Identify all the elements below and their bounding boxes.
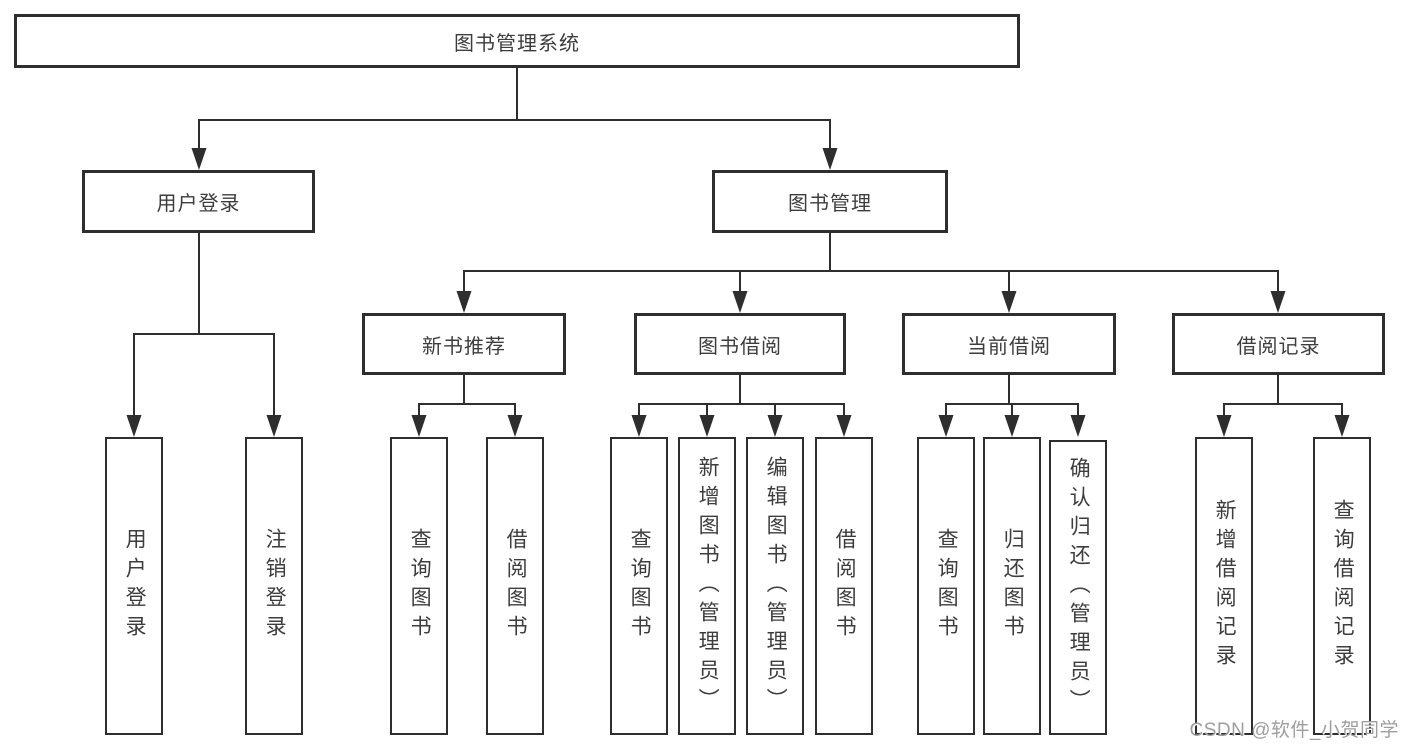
node-new-book-recommend: 新书推荐 xyxy=(362,313,566,375)
node-borrow-records: 借阅记录 xyxy=(1172,313,1385,375)
node-leaf-query-books-recommend: 查询图书 xyxy=(390,437,448,735)
node-leaf-borrow-books-recommend: 借阅图书 xyxy=(486,437,544,735)
arrowhead xyxy=(1001,291,1017,313)
arrowhead xyxy=(411,415,427,437)
arrowhead xyxy=(1070,415,1086,437)
connector-borrow-records-to-leaves xyxy=(1216,375,1350,437)
node-label: 查询借阅记录 xyxy=(1331,499,1355,673)
connector-book-management-to-level3 xyxy=(456,233,1286,313)
node-leaf-query-borrow-record: 查询借阅记录 xyxy=(1313,437,1371,735)
arrowhead xyxy=(822,148,838,170)
connector-root-to-level2 xyxy=(191,68,838,170)
node-leaf-user-login: 用户登录 xyxy=(105,437,163,735)
connector-book-borrow-to-leaves xyxy=(631,375,852,437)
arrowhead xyxy=(266,415,282,437)
node-leaf-return-books: 归还图书 xyxy=(983,437,1041,735)
node-library-management-system: 图书管理系统 xyxy=(14,14,1020,68)
node-user-login: 用户登录 xyxy=(82,170,315,233)
arrowhead xyxy=(1334,415,1350,437)
arrowhead xyxy=(836,415,852,437)
arrowhead xyxy=(126,415,142,437)
node-book-management: 图书管理 xyxy=(712,170,948,233)
node-leaf-confirm-return-admin: 确认归还（管理员） xyxy=(1049,440,1107,735)
arrowhead xyxy=(699,415,715,437)
arrowhead xyxy=(1216,415,1232,437)
arrowhead xyxy=(191,148,207,170)
arrowhead xyxy=(507,415,523,437)
connector-current-borrow-to-leaves xyxy=(938,375,1086,437)
arrowhead xyxy=(456,291,472,313)
node-label: 查询图书 xyxy=(628,528,652,644)
node-label: 归还图书 xyxy=(1001,528,1025,644)
node-leaf-add-borrow-record: 新增借阅记录 xyxy=(1195,437,1253,735)
node-current-borrow: 当前借阅 xyxy=(902,313,1116,375)
node-leaf-add-books-admin: 新增图书（管理员） xyxy=(678,437,736,735)
node-label: 注销登录 xyxy=(263,528,287,644)
node-label: 新增图书（管理员） xyxy=(696,455,720,717)
node-label: 编辑图书（管理员） xyxy=(764,455,788,717)
connector-new-book-to-leaves xyxy=(411,375,523,437)
node-leaf-logout-login: 注销登录 xyxy=(245,437,303,735)
node-label: 借阅图书 xyxy=(833,528,857,644)
arrowhead xyxy=(732,291,748,313)
node-leaf-query-books-current: 查询图书 xyxy=(917,437,975,735)
node-label: 新增借阅记录 xyxy=(1213,499,1237,673)
node-label: 用户登录 xyxy=(123,528,147,644)
node-leaf-borrow-books: 借阅图书 xyxy=(815,437,873,735)
node-leaf-query-books-borrow: 查询图书 xyxy=(610,437,668,735)
csdn-watermark: CSDN @软件_小贺同学 xyxy=(1189,720,1399,741)
node-label: 借阅图书 xyxy=(504,528,528,644)
connector-user-login-to-leaves xyxy=(126,233,282,437)
arrowhead xyxy=(767,415,783,437)
node-label: 查询图书 xyxy=(408,528,432,644)
node-label: 查询图书 xyxy=(935,528,959,644)
arrowhead xyxy=(938,415,954,437)
node-label: 确认归还（管理员） xyxy=(1067,457,1091,718)
arrowhead xyxy=(631,415,647,437)
arrowhead xyxy=(1270,291,1286,313)
node-leaf-edit-books-admin: 编辑图书（管理员） xyxy=(746,437,804,735)
arrowhead xyxy=(1004,415,1020,437)
node-book-borrow: 图书借阅 xyxy=(634,313,846,375)
